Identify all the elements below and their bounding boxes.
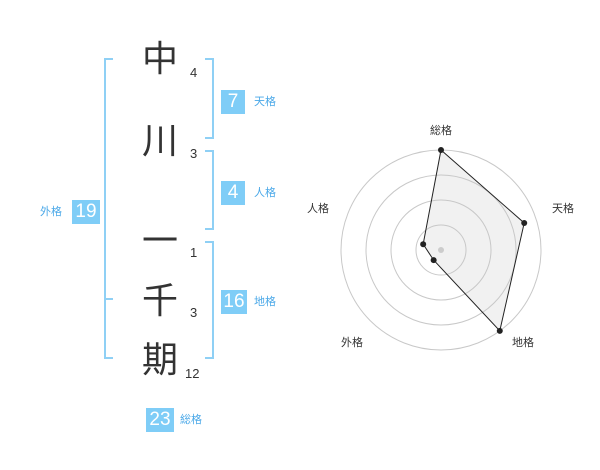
surname-char-1-strokes: 4 — [190, 65, 198, 80]
given-char-2: 千 — [141, 281, 178, 322]
radar-ring-3 — [365, 174, 517, 326]
radar-point-1 — [521, 219, 528, 226]
tenkaku-value: 7 — [221, 90, 245, 114]
radar-point-3 — [430, 257, 437, 264]
soukaku-value: 23 — [146, 408, 174, 432]
outer-bracket — [104, 58, 113, 359]
given-char-1-strokes: 1 — [190, 245, 198, 260]
jin-bracket — [205, 150, 214, 230]
chikaku-value: 16 — [221, 290, 247, 314]
radar-axis-label-jinkaku: 人格 — [307, 201, 329, 215]
radar-point-0 — [438, 147, 444, 153]
jinkaku-value: 4 — [221, 181, 245, 205]
radar-axis-label-chikaku: 地格 — [512, 335, 534, 349]
tenkaku-label: 天格 — [254, 95, 276, 108]
radar-ring-2 — [390, 199, 492, 301]
jinkaku-label: 人格 — [254, 186, 276, 199]
given-char-2-strokes: 3 — [190, 305, 198, 320]
radar-point-4 — [420, 241, 427, 248]
radar-axis-label-soukaku: 総格 — [430, 123, 452, 137]
gaikaku-value: 19 — [72, 200, 100, 224]
surname-char-1: 中 — [141, 39, 178, 80]
ten-bracket — [205, 58, 214, 139]
radar-point-2 — [496, 327, 503, 334]
radar-center-dot — [438, 247, 444, 253]
chikaku-label: 地格 — [254, 295, 276, 308]
given-char-3-strokes: 12 — [185, 366, 200, 381]
surname-char-2-strokes: 3 — [190, 146, 198, 161]
gaikaku-label: 外格 — [40, 205, 62, 218]
surname-char-2: 川 — [141, 121, 178, 162]
radar-points — [420, 147, 528, 334]
given-char-3: 期 — [141, 340, 178, 381]
chi-bracket — [205, 241, 214, 359]
radar-axis-label-gaikaku: 外格 — [341, 335, 363, 349]
given-char-1: 一 — [141, 221, 178, 262]
soukaku-label: 総格 — [180, 413, 202, 426]
radar-axis-label-tenkaku: 天格 — [552, 201, 574, 215]
radar-ring-1 — [415, 224, 467, 276]
radar-area — [422, 149, 525, 332]
